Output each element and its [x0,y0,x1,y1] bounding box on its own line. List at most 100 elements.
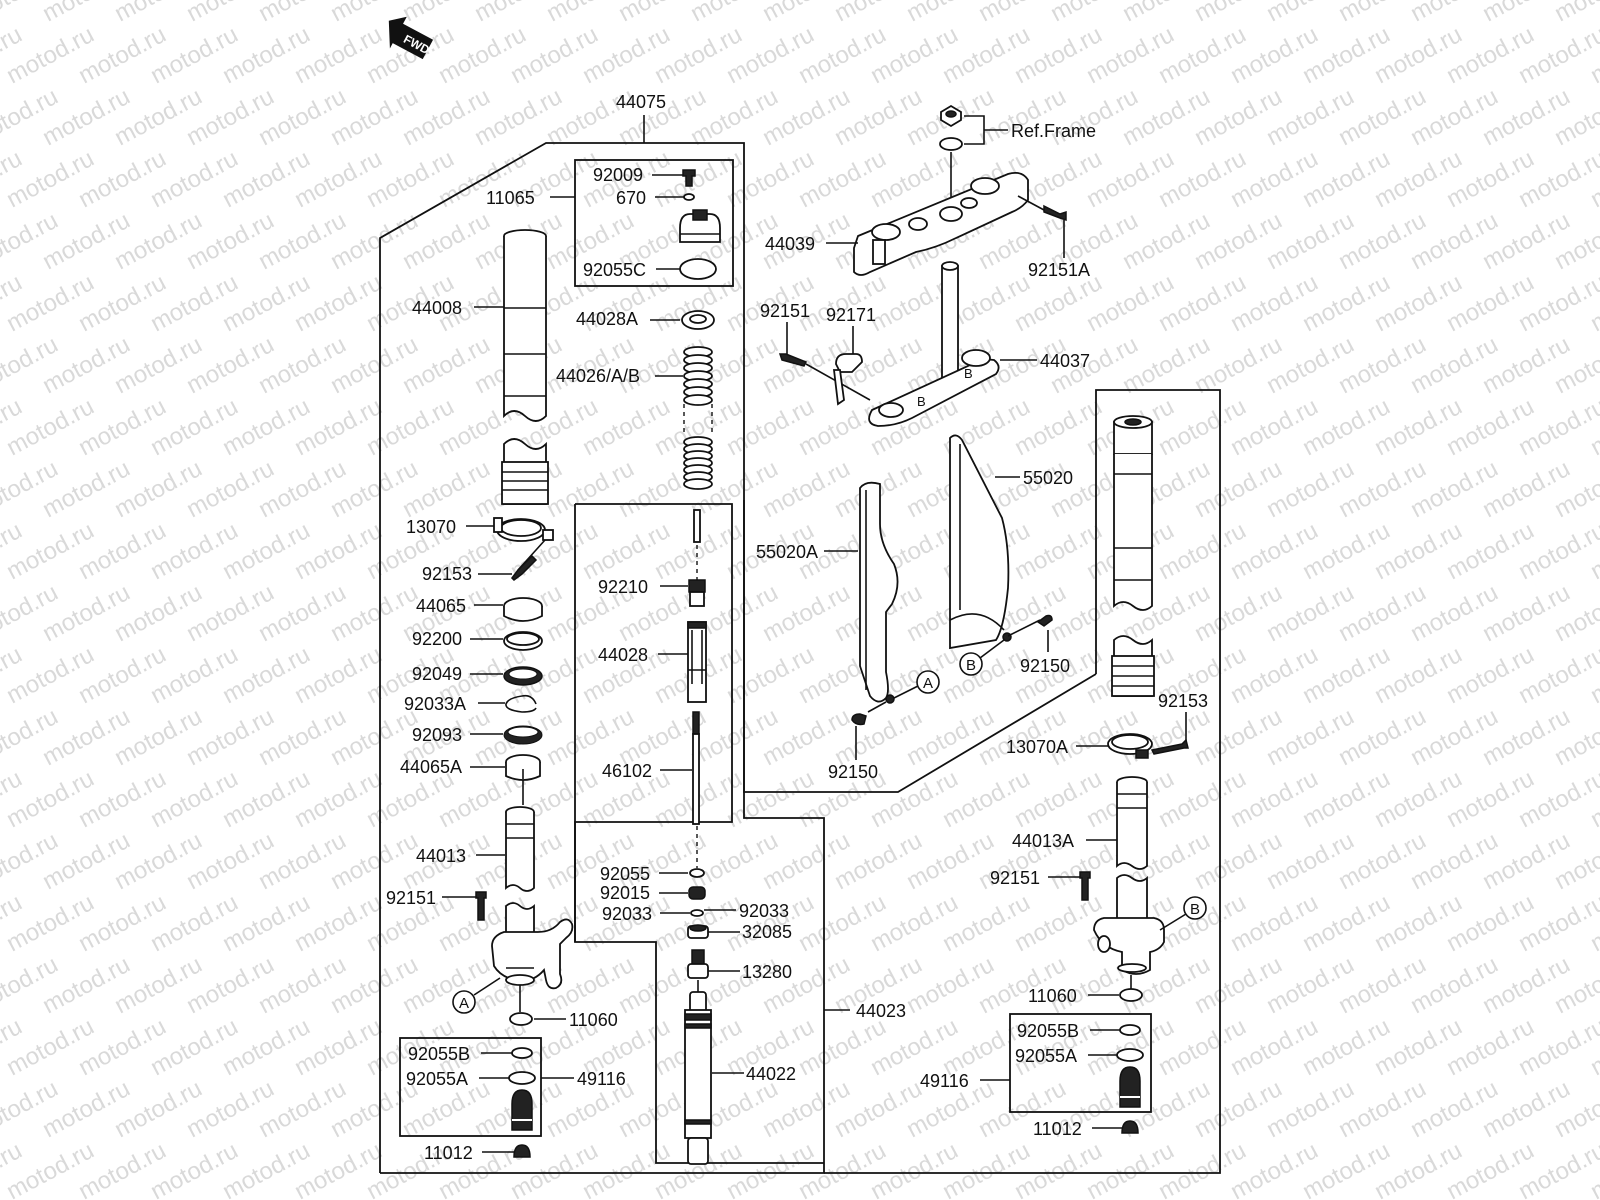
part-92151A-bolt [1043,204,1067,222]
part-44037-lower-triple-clamp-stem: B B [868,261,1000,427]
part-11012-cap-right [1121,1120,1139,1134]
part-label-92093[interactable]: 92093 [412,725,462,745]
part-92150-screw-left [851,713,867,726]
part-label-11012-right[interactable]: 11012 [1033,1119,1082,1139]
part-11060-o-ring-right [1119,988,1143,1002]
forward-arrow-icon: FWD [388,16,434,60]
part-label-92200[interactable]: 92200 [412,629,462,649]
callout-a-left: A [452,977,501,1014]
part-label-44039[interactable]: 44039 [765,234,815,254]
callout-b-guard: B [959,639,1005,676]
part-label-92055C[interactable]: 92055C [583,260,646,280]
part-label-92151-top[interactable]: 92151 [760,301,810,321]
callout-a-guard: A [893,670,940,699]
svg-text:B: B [1190,901,1200,918]
part-92055C-o-ring [679,258,717,280]
part-92151-bolt-top [778,353,808,367]
part-label-92151-left[interactable]: 92151 [386,888,436,908]
part-label-92210[interactable]: 92210 [598,577,648,597]
part-label-44013[interactable]: 44013 [416,846,466,866]
part-label-11060-left[interactable]: 11060 [569,1010,618,1030]
part-92055-o-ring [689,868,705,878]
part-92153-bolt [511,554,538,581]
part-55020-fork-guard-right [949,434,1012,650]
part-label-92151-right[interactable]: 92151 [990,868,1040,888]
part-right-outer-tube [1113,415,1153,611]
part-44026-spring [683,346,713,490]
part-92055A-o-ring-right [1116,1048,1144,1062]
part-13070A-clamp [1107,733,1153,759]
part-rod-pin [693,509,701,543]
part-label-44075[interactable]: 44075 [616,92,666,112]
part-label-11060-right[interactable]: 11060 [1028,986,1077,1006]
part-label-44013A[interactable]: 44013A [1012,831,1074,851]
part-92055A-o-ring-left [508,1071,536,1085]
part-44013A-inner-tube [1116,776,1148,870]
part-label-44026-A-B[interactable]: 44026/A/B [556,366,640,386]
part-label-670[interactable]: 670 [616,188,646,208]
part-label-92055A-right[interactable]: 92055A [1015,1046,1077,1066]
part-label-92153-right[interactable]: 92153 [1158,691,1208,711]
part-label-92015[interactable]: 92015 [600,883,650,903]
part-left-axle-bracket [491,902,574,990]
part-label-92150-b[interactable]: 92150 [1020,656,1070,676]
part-label-92033-b[interactable]: 92033 [739,901,789,921]
part-label-44037[interactable]: 44037 [1040,351,1090,371]
part-label-55020[interactable]: 55020 [1023,468,1073,488]
part-92033-ring [690,909,704,917]
part-label-92171[interactable]: 92171 [826,305,876,325]
spring-coil [683,394,713,406]
part-label-92150-a[interactable]: 92150 [828,762,878,782]
ref-frame-label[interactable]: Ref.Frame [1011,121,1096,141]
part-label-92033-a[interactable]: 92033 [602,904,652,924]
part-label-92055[interactable]: 92055 [600,864,650,884]
part-label-49116-left[interactable]: 49116 [577,1069,626,1089]
svg-text:B: B [966,657,976,674]
part-32085-piston [687,924,709,939]
part-44013-inner-tube [505,806,535,892]
part-92033A-circlip [505,694,537,713]
part-label-92009[interactable]: 92009 [593,165,643,185]
left-valve-kit-box [399,1037,542,1137]
part-44039-upper-triple-clamp [853,171,1029,276]
part-44065-bushing [503,597,543,622]
part-label-55020A[interactable]: 55020A [756,542,818,562]
part-label-13280[interactable]: 13280 [742,962,792,982]
part-55020A-fork-guard-left [859,481,899,704]
part-92171-cable-guide [832,353,863,406]
part-stem-nut [940,104,962,128]
part-92055B-o-ring-right [1119,1024,1141,1036]
part-label-32085[interactable]: 32085 [742,922,792,942]
fork-cap-kit-box [574,159,734,287]
part-label-49116-right[interactable]: 49116 [920,1071,969,1091]
part-label-92153[interactable]: 92153 [422,564,472,584]
part-44022-cylinder [684,991,712,1165]
part-label-46102[interactable]: 46102 [602,761,652,781]
part-label-44028[interactable]: 44028 [598,645,648,665]
part-label-44008[interactable]: 44008 [412,298,462,318]
part-label-44028A[interactable]: 44028A [576,309,638,329]
part-92151-bolt-left [475,891,487,921]
part-label-92055A-left[interactable]: 92055A [406,1069,468,1089]
part-44008-lower-section [501,438,549,505]
part-label-44022[interactable]: 44022 [746,1064,796,1084]
part-label-44023[interactable]: 44023 [856,1001,906,1021]
part-92153-bolt-right [1150,738,1189,755]
part-label-44065[interactable]: 44065 [416,596,466,616]
part-label-92055B-left[interactable]: 92055B [408,1044,470,1064]
part-label-92151A[interactable]: 92151A [1028,260,1090,280]
part-670-washer [683,193,695,201]
part-label-92033A[interactable]: 92033A [404,694,466,714]
part-label-92055B-right[interactable]: 92055B [1017,1021,1079,1041]
part-label-92049[interactable]: 92049 [412,664,462,684]
svg-text:A: A [923,675,933,692]
part-label-11012-left[interactable]: 11012 [424,1143,473,1163]
part-label-13070[interactable]: 13070 [406,517,456,537]
spring-coil [683,478,713,490]
part-label-13070A[interactable]: 13070A [1006,737,1068,757]
part-13280-base-valve [687,949,709,979]
part-11060-o-ring-left [509,1012,533,1026]
part-11012-cap-left [513,1144,531,1158]
part-label-44065A[interactable]: 44065A [400,757,462,777]
part-label-11065[interactable]: 11065 [486,188,535,208]
